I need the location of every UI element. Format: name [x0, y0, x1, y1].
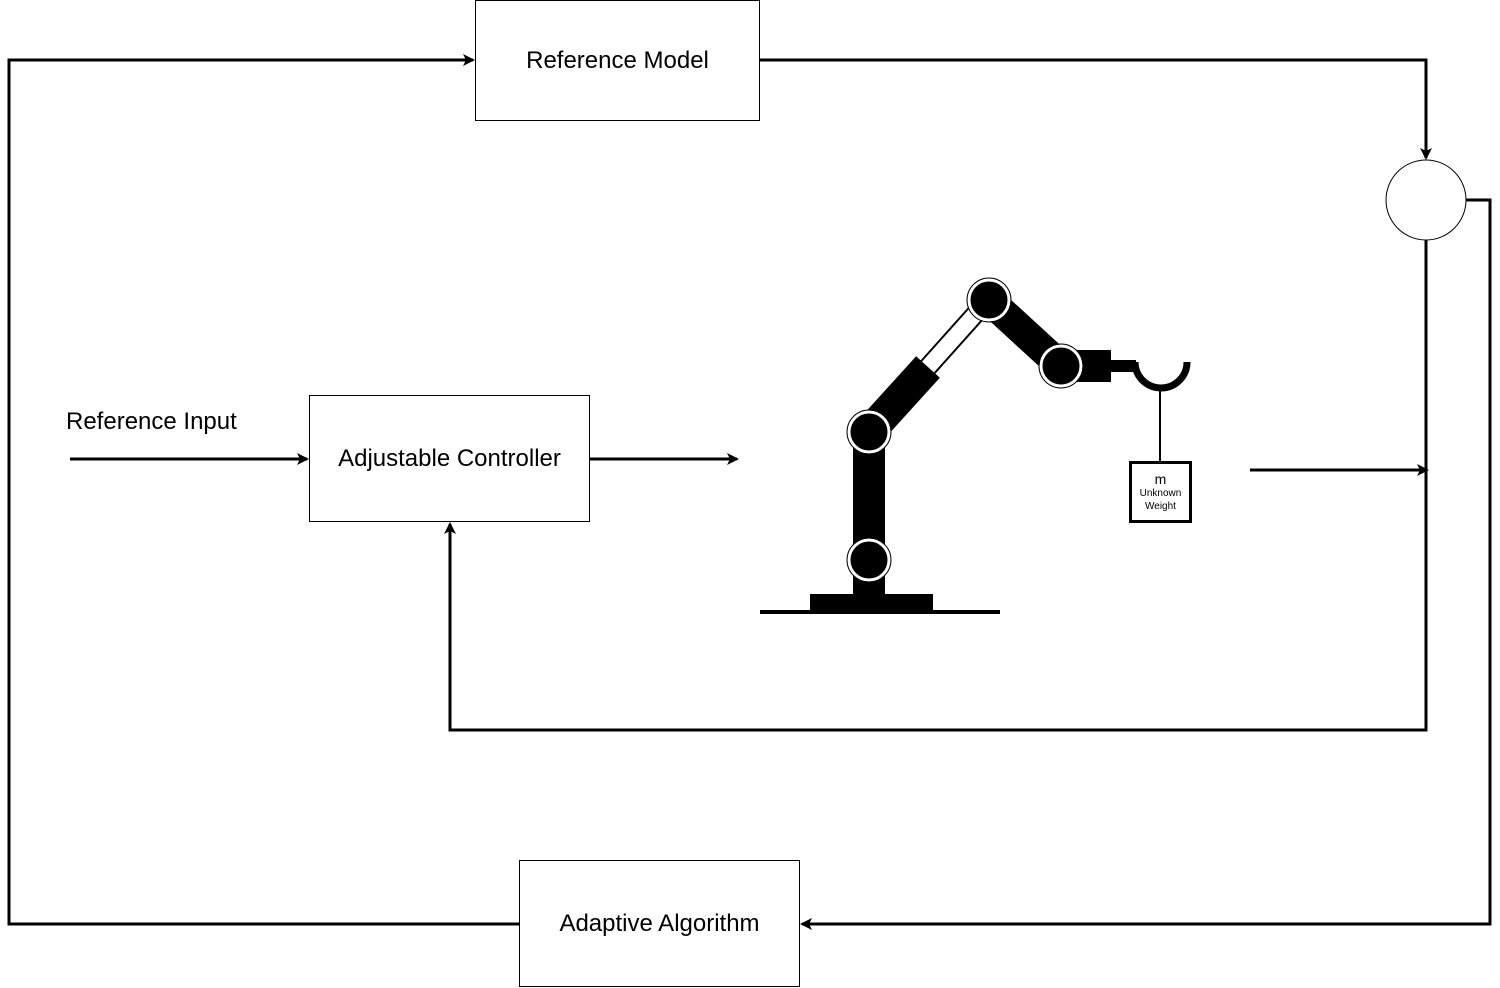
summing-junction — [1385, 159, 1467, 241]
robot-arm-icon — [760, 277, 1191, 614]
error-signal-line — [800, 198, 1492, 930]
mass-symbol: m — [1154, 470, 1167, 487]
reference-input-label: Reference Input — [66, 408, 237, 435]
feedback-line — [444, 240, 1428, 732]
payload-mass-box: m Unknown Weight — [1129, 461, 1192, 523]
reference-model-label: Reference Model — [526, 46, 709, 74]
mass-caption-line1: Unknown — [1139, 488, 1182, 500]
reference-model-block: Reference Model — [475, 0, 760, 121]
reference-model-output-line — [760, 58, 1432, 160]
outer-loop-line — [7, 54, 519, 926]
adaptive-algorithm-label: Adaptive Algorithm — [559, 909, 760, 937]
adjustable-controller-block: Adjustable Controller — [309, 395, 590, 522]
mass-caption-line2: Weight — [1145, 500, 1176, 512]
adaptive-algorithm-block: Adaptive Algorithm — [519, 860, 800, 987]
adjustable-controller-label: Adjustable Controller — [338, 444, 561, 472]
